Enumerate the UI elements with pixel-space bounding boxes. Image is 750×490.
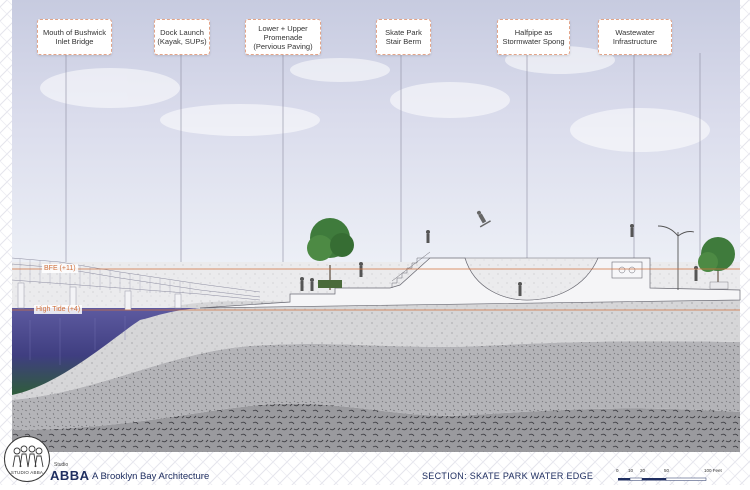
studio-small-label: Studio — [54, 462, 69, 468]
scale-tick-50: 50 — [664, 468, 670, 473]
callout-halfpipe-stormwater: Halfpipe as Stormwater Spong — [497, 19, 570, 55]
scale-bar: 0 10 20 50 100 Feet — [614, 468, 744, 484]
promenade-tree — [307, 218, 354, 290]
scale-tick-10: 10 — [628, 468, 634, 473]
brand-tagline: A Brooklyn Bay Architecture — [92, 471, 210, 482]
logo-caption: STUDIO ABBA — [10, 470, 44, 475]
figures-icon — [12, 445, 44, 468]
callout-wastewater: Wastewater Infrastructure — [598, 19, 672, 55]
bfe-level-label: BFE (+11) — [42, 264, 78, 273]
scale-tick-0: 0 — [616, 468, 619, 473]
callout-promenade: Lower + Upper Promenade (Pervious Paving… — [245, 19, 321, 55]
callout-skate-park-stair-berm: Skate Park Stair Berm — [376, 19, 431, 55]
callout-bushwick-inlet-bridge: Mouth of Bushwick Inlet Bridge — [37, 19, 112, 55]
section-title: SECTION: SKATE PARK WATER EDGE — [422, 471, 594, 481]
high-tide-level-label: High Tide (+4) — [34, 305, 83, 314]
callout-dock-launch: Dock Launch (Kayak, SUPs) — [154, 19, 210, 55]
brand-name: ABBA — [50, 468, 90, 483]
studio-logo: STUDIO ABBA — [4, 436, 50, 482]
scale-tick-20: 20 — [640, 468, 646, 473]
scale-tick-100: 100 Feet — [704, 468, 722, 473]
